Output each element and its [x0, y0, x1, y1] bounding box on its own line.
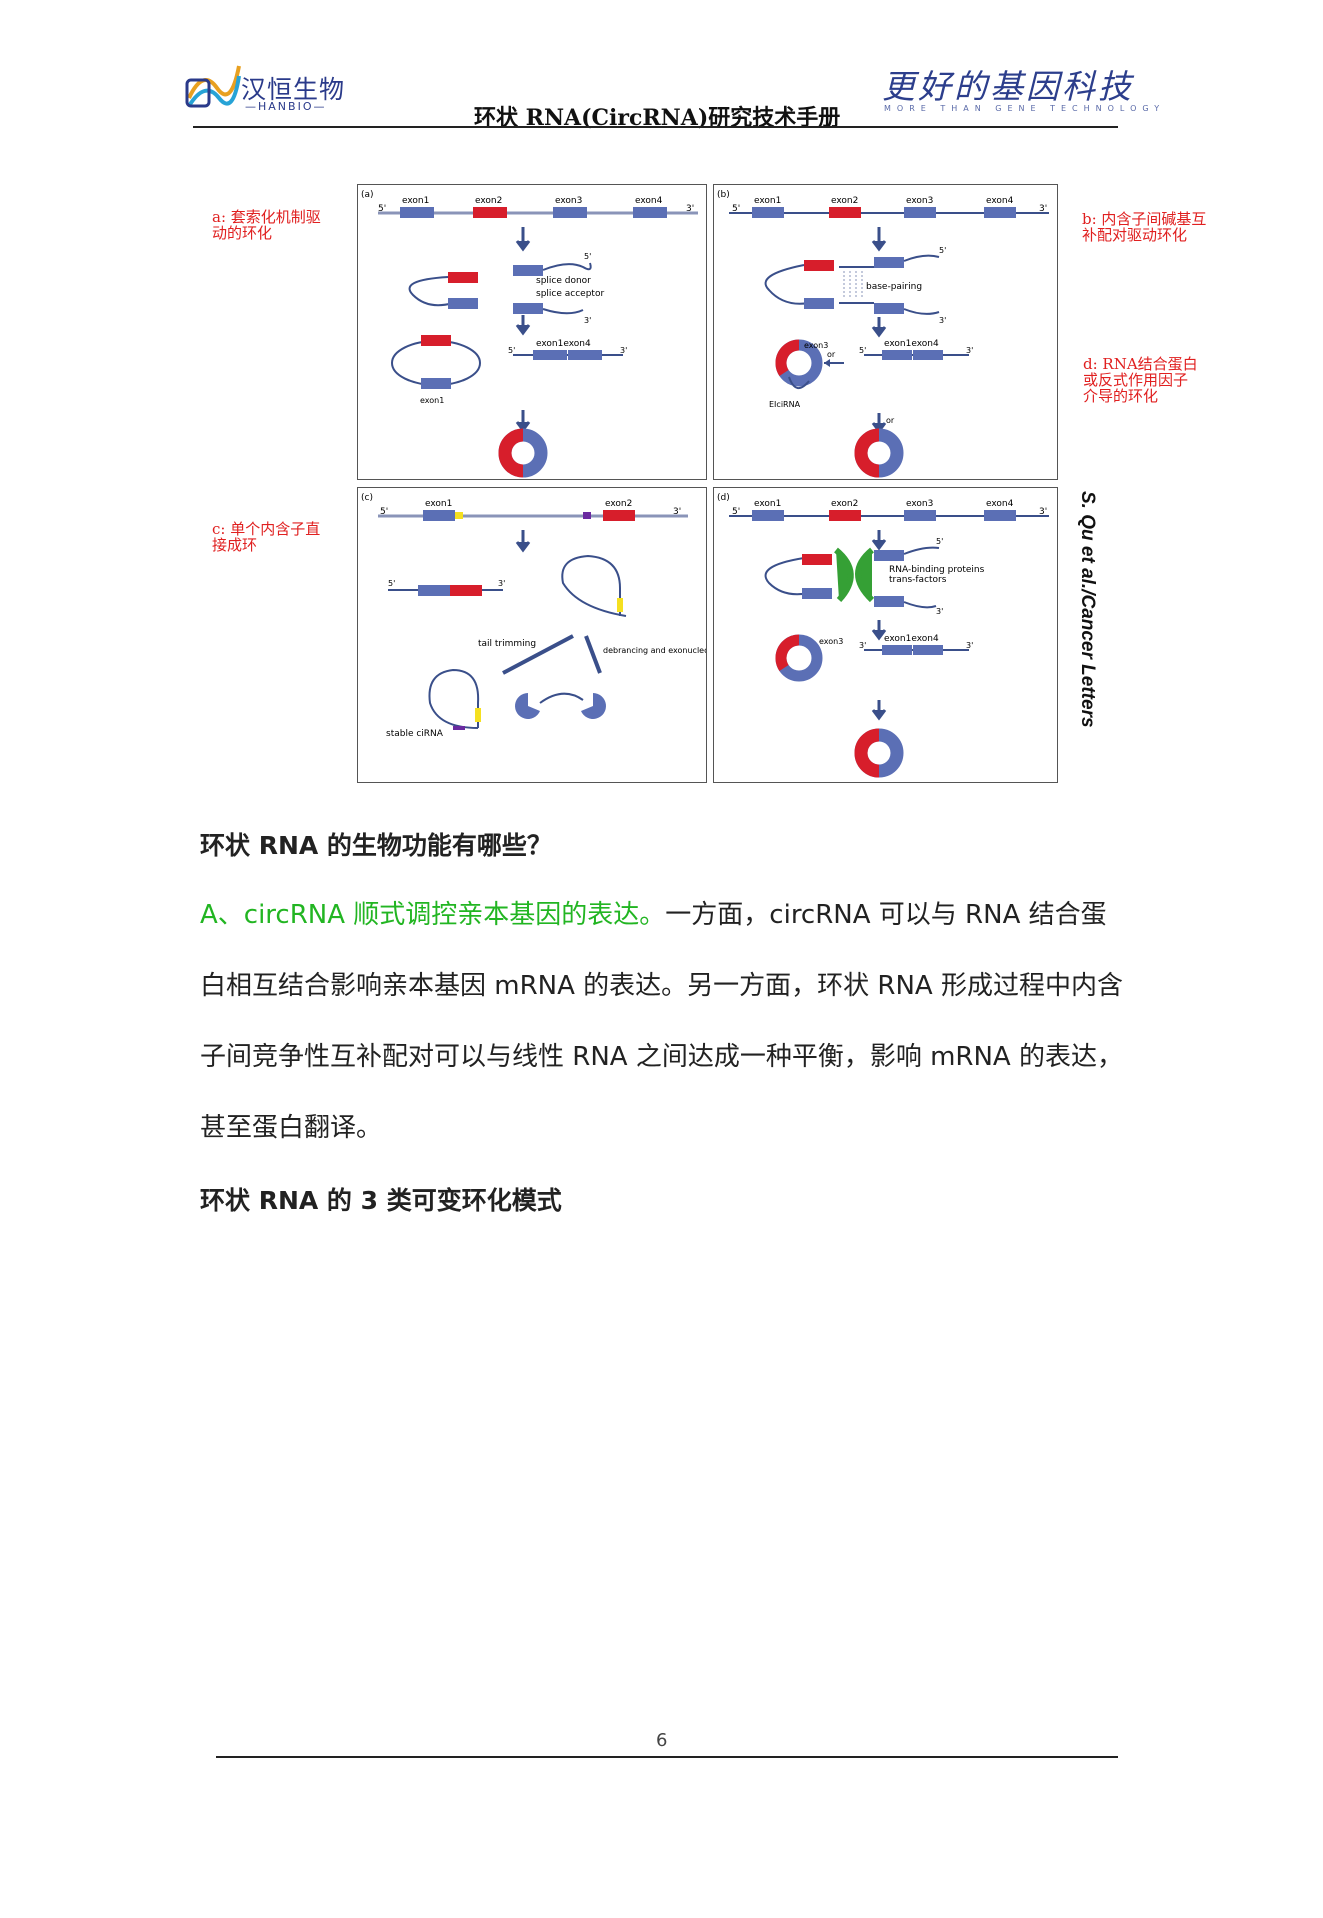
svg-text:3': 3' [498, 579, 505, 588]
svg-text:5': 5' [732, 204, 740, 214]
question-heading: 环状 RNA 的生物功能有哪些？ [200, 831, 552, 860]
svg-text:5': 5' [936, 537, 943, 546]
svg-text:3': 3' [939, 316, 946, 325]
svg-text:5': 5' [380, 507, 388, 517]
svg-text:5': 5' [584, 252, 591, 261]
svg-text:stable ciRNA: stable ciRNA [386, 729, 444, 739]
header-divider [193, 126, 1118, 128]
hanbio-logo [183, 58, 353, 118]
svg-text:5': 5' [939, 246, 946, 255]
svg-text:or: or [827, 350, 836, 359]
svg-text:3': 3' [673, 507, 681, 517]
page-number: 6 [656, 1730, 668, 1751]
svg-text:EIciRNA: EIciRNA [769, 400, 801, 409]
svg-text:trans-factors: trans-factors [889, 575, 947, 585]
figure-panel-d: (d) 5' 3' exon1 exon2 exon3 exon4 5' 3' … [713, 487, 1058, 783]
svg-text:debrancing and exonucleolytic: debrancing and exonucleolytic degration [603, 646, 706, 655]
svg-text:3': 3' [1039, 507, 1047, 517]
paragraph-lead-green: A、circRNA 顺式调控亲本基因的表达。 [200, 900, 666, 930]
figure-panel-c: (c) 5' 3' exon1 exon2 5' 3' tail trimmin… [357, 487, 707, 783]
svg-text:splice donor: splice donor [536, 276, 591, 286]
svg-text:3': 3' [686, 204, 694, 214]
svg-text:3': 3' [966, 346, 973, 355]
header-slogan-english: MORE THAN GENE TECHNOLOGY [884, 104, 1166, 113]
paragraph-cis-regulation: A、circRNA 顺式调控亲本基因的表达。一方面，circRNA 可以与 RN… [200, 880, 1130, 1164]
footer-divider [216, 1756, 1118, 1758]
svg-text:exon4: exon4 [635, 196, 663, 206]
svg-text:3': 3' [584, 316, 591, 325]
svg-text:splice acceptor: splice acceptor [536, 289, 604, 299]
svg-text:exon3: exon3 [906, 196, 933, 206]
svg-text:exon1exon4: exon1exon4 [536, 339, 591, 349]
panel-tag: (a) [361, 190, 374, 200]
svg-text:exon2: exon2 [605, 499, 632, 509]
panel-tag: (d) [717, 493, 730, 503]
svg-text:exon1: exon1 [425, 499, 452, 509]
header-slogan: 更好的基因科技 [882, 67, 1134, 106]
section-subheading: 环状 RNA 的 3 类可变环化模式 [200, 1186, 562, 1215]
svg-text:5': 5' [378, 204, 386, 214]
svg-text:exon4: exon4 [986, 196, 1014, 206]
svg-text:RNA-binding proteins: RNA-binding proteins [889, 565, 985, 575]
svg-text:exon2: exon2 [475, 196, 502, 206]
logo-english-name: —HANBIO— [245, 100, 327, 113]
exon2-block [473, 207, 507, 218]
figure-credit: S. Qu et al./Cancer Letters [1068, 487, 1108, 782]
svg-text:3': 3' [936, 607, 943, 616]
svg-text:5': 5' [388, 579, 395, 588]
svg-text:exon4: exon4 [986, 499, 1014, 509]
svg-text:exon2: exon2 [831, 499, 858, 509]
svg-text:3': 3' [859, 641, 866, 650]
panel-tag: (b) [717, 190, 730, 200]
svg-text:exon2: exon2 [831, 196, 858, 206]
paragraph-body: 一方面，circRNA 可以与 RNA 结合蛋白相互结合影响亲本基因 mRNA … [200, 900, 1123, 1143]
svg-text:3': 3' [620, 346, 627, 355]
svg-text:exon1exon4: exon1exon4 [884, 634, 939, 644]
panel-tag: (c) [361, 493, 373, 503]
svg-text:5': 5' [859, 346, 866, 355]
annotation-a: a: 套索化机制驱动的环化 [212, 208, 321, 242]
exon3-block [553, 207, 587, 218]
svg-text:tail trimming: tail trimming [478, 639, 536, 649]
annotation-c: c: 单个内含子直接成环 [212, 520, 321, 554]
annotation-d: d: RNA结合蛋白或反式作用因子介导的环化 [1083, 355, 1198, 405]
svg-text:exon3: exon3 [804, 341, 828, 350]
svg-text:exon1exon4: exon1exon4 [884, 339, 939, 349]
svg-text:5': 5' [508, 346, 515, 355]
logo-chinese-name: 汉恒生物 [241, 75, 346, 104]
svg-text:or: or [886, 416, 895, 425]
svg-text:exon1: exon1 [420, 396, 444, 405]
exon1-block [400, 207, 434, 218]
exon4-block [633, 207, 667, 218]
svg-text:3': 3' [966, 641, 973, 650]
svg-text:exon3: exon3 [906, 499, 933, 509]
figure-panel-b: (b) 5' 3' exon1 exon2 exon3 exon4 base-p… [713, 184, 1058, 480]
figure-panel-a: (a) 5' 3' exon1 exon2 exon3 exon4 5' 3' … [357, 184, 707, 480]
svg-text:exon3: exon3 [819, 637, 843, 646]
svg-text:base-pairing: base-pairing [866, 282, 922, 292]
svg-text:3': 3' [1039, 204, 1047, 214]
svg-text:5': 5' [732, 507, 740, 517]
dna-helix-icon [185, 65, 241, 108]
svg-text:exon1: exon1 [402, 196, 429, 206]
svg-text:exon3: exon3 [555, 196, 582, 206]
svg-text:S. Qu et al./Cancer Letters: S. Qu et al./Cancer Letters [1077, 491, 1098, 728]
svg-text:exon1: exon1 [754, 196, 781, 206]
svg-text:exon1: exon1 [754, 499, 781, 509]
annotation-b: b: 内含子间碱基互补配对驱动环化 [1082, 210, 1207, 244]
